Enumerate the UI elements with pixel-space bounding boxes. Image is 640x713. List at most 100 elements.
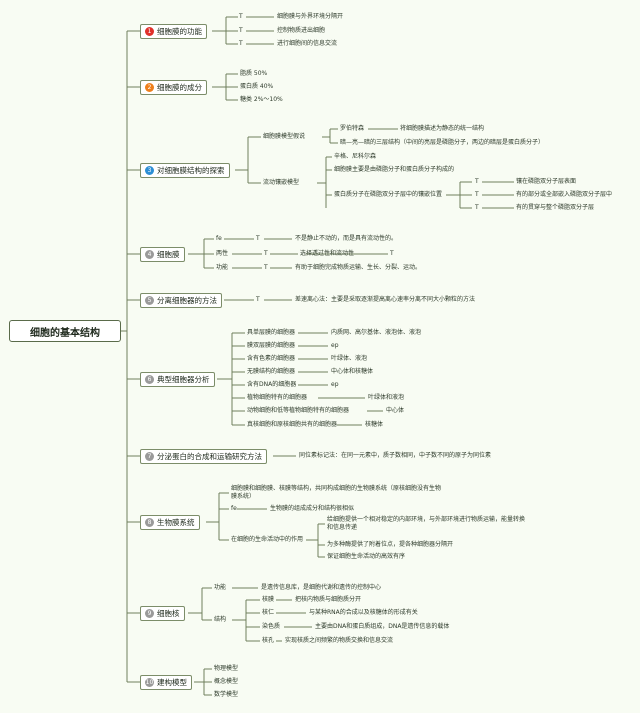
leaf-text: 罗伯特森 <box>340 125 365 132</box>
leaf-text: 核糖体 <box>365 421 384 428</box>
leaf-text: 叶绿体和液泡 <box>368 394 405 401</box>
leaf-text: 蛋白质分子在磷脂双分子层中的镶嵌位置 <box>334 191 443 198</box>
branch-label: 细胞膜模型假说 <box>263 133 306 140</box>
leaf-marker: T <box>239 40 243 47</box>
topic-label: 建构模型 <box>157 678 187 687</box>
leaf-text: ep <box>331 342 339 349</box>
leaf-text: 暗—亮—暗的三层结构（中间的亮层是磷脂分子，两边的暗层是蛋白质分子） <box>340 139 545 146</box>
topic-label: 对细胞膜结构的探索 <box>157 166 225 175</box>
leaf-text: 保证细胞生命活动的高效有序 <box>327 553 406 560</box>
branch-label: 染色质 <box>262 623 281 630</box>
topic-label: 细胞膜的功能 <box>157 27 202 36</box>
number-badge: 2 <box>145 83 154 92</box>
leaf-text: 给细胞提供一个相对稳定的内部环境，与外部环境进行物质运输，能量转换和信息传递 <box>327 516 526 531</box>
number-badge: 10 <box>145 678 154 687</box>
branch-label: 含有DNA的细胞器 <box>247 381 297 388</box>
topic-label: 细胞膜 <box>157 250 180 259</box>
leaf-marker: T <box>390 250 394 257</box>
number-badge: 8 <box>145 518 154 527</box>
root-node[interactable]: 细胞的基本结构 <box>9 320 121 342</box>
leaf-text: 主要由DNA和蛋白质组成，DNA是遗传信息的载体 <box>315 623 450 630</box>
topic-label: 细胞核 <box>157 609 180 618</box>
topic-label: 分泌蛋白的合成和运输研究方法 <box>157 452 262 461</box>
branch-label: 核孔 <box>262 637 275 644</box>
number-badge: 1 <box>145 27 154 36</box>
leaf-text: 细胞膜主要是由磷脂分子和蛋白质分子构成的 <box>334 166 455 173</box>
leaf-text: 与某种RNA的合成以及核糖体的形成有关 <box>309 609 418 616</box>
branch-label: fe <box>231 505 237 512</box>
branch-label: 具单层膜的细胞器 <box>247 329 296 336</box>
leaf-text: 脂质 50% <box>240 70 268 77</box>
branch-label: 核仁 <box>262 609 275 616</box>
leaf-text: 生物膜的组成成分和结构很相似 <box>270 505 355 512</box>
branch-label: 无膜结构的细胞器 <box>247 368 296 375</box>
branch-label: fe <box>216 235 222 242</box>
leaf-text: 把核内物质与细胞质分开 <box>295 596 362 603</box>
root-label: 细胞的基本结构 <box>30 327 100 339</box>
leaf-text: ep <box>331 381 339 388</box>
number-badge: 3 <box>145 166 154 175</box>
leaf-text: 镶在磷脂双分子层表面 <box>516 178 577 185</box>
leaf-marker: T <box>239 27 243 34</box>
leaf-text: 将细胞膜描述为静态的统一结构 <box>400 125 485 132</box>
branch-label: 植物细胞特有的细胞器 <box>247 394 308 401</box>
number-badge: 5 <box>145 296 154 305</box>
branch-label: 功能 <box>214 584 227 591</box>
leaf-marker: T <box>475 204 479 211</box>
branch-label: 在细胞的生命活动中的作用 <box>231 536 304 543</box>
leaf-text: 数学模型 <box>214 691 239 698</box>
leaf-text: 同位素标记法：在同一元素中，质子数相同，中子数不同的原子为同位素 <box>299 452 492 459</box>
number-badge: 7 <box>145 452 154 461</box>
leaf-text: 不是静止不动的，而是具有流动性的。 <box>295 235 398 242</box>
leaf-text: 差速离心法：主要是采取逐渐提高离心速率分离不同大小颗粒的方法 <box>295 296 476 303</box>
branch-label: 两性 <box>216 250 229 257</box>
leaf-text: 蛋白质 40% <box>240 83 274 90</box>
branch-label: 真核细胞和原核细胞共有的细胞器 <box>247 421 338 428</box>
leaf-text: 细胞膜与外界环境分隔开 <box>277 13 344 20</box>
branch-label: 核膜 <box>262 596 275 603</box>
leaf-marker: T <box>264 264 268 271</box>
topic-label: 细胞膜的成分 <box>157 83 202 92</box>
leaf-marker: T <box>256 235 260 242</box>
topic-label: 典型细胞器分析 <box>157 375 210 384</box>
leaf-marker: T <box>256 296 260 303</box>
leaf-text: 控制物质进出细胞 <box>277 27 326 34</box>
topic-label: 生物膜系统 <box>157 518 195 527</box>
leaf-text: 是遗传信息库，是细胞代谢和遗传的控制中心 <box>261 584 382 591</box>
leaf-text: 进行细胞间的信息交流 <box>277 40 338 47</box>
leaf-text: 糖类 2%～10% <box>240 96 283 103</box>
leaf-text: 有助于细胞完成物质运输、生长、分裂、运动。 <box>295 264 422 271</box>
number-badge: 9 <box>145 609 154 618</box>
branch-label: 结构 <box>214 616 227 623</box>
topic-label: 分离细胞器的方法 <box>157 296 217 305</box>
leaf-text: 实现核质之间频繁的物质交换和信息交流 <box>285 637 394 644</box>
branch-label: 功能 <box>216 264 229 271</box>
leaf-text: 叶绿体、液泡 <box>331 355 368 362</box>
leaf-marker: T <box>475 178 479 185</box>
number-badge: 4 <box>145 250 154 259</box>
leaf-text: 有的贯穿与整个磷脂双分子层 <box>516 204 595 211</box>
branch-label: 膜双层膜的细胞器 <box>247 342 296 349</box>
leaf-text: 概念模型 <box>214 678 239 685</box>
branch-label: 流动镶嵌模型 <box>263 179 300 186</box>
number-badge: 6 <box>145 375 154 384</box>
leaf-text: 为多种酶提供了附着位点，提各种细胞器分隔开 <box>327 541 454 548</box>
leaf-text: 物理模型 <box>214 665 239 672</box>
leaf-marker: T <box>239 13 243 20</box>
leaf-text: 有的部分或全部嵌入磷脂双分子层中 <box>516 191 613 198</box>
leaf-text: 细胞膜和细胞膜、核膜等结构，共同构成细胞的生物膜系统（原核细胞没有生物膜系统） <box>231 485 442 500</box>
branch-label: 含有色素的细胞器 <box>247 355 296 362</box>
leaf-marker: T <box>264 250 268 257</box>
leaf-text: 选择透过性和流动性 <box>300 250 355 257</box>
